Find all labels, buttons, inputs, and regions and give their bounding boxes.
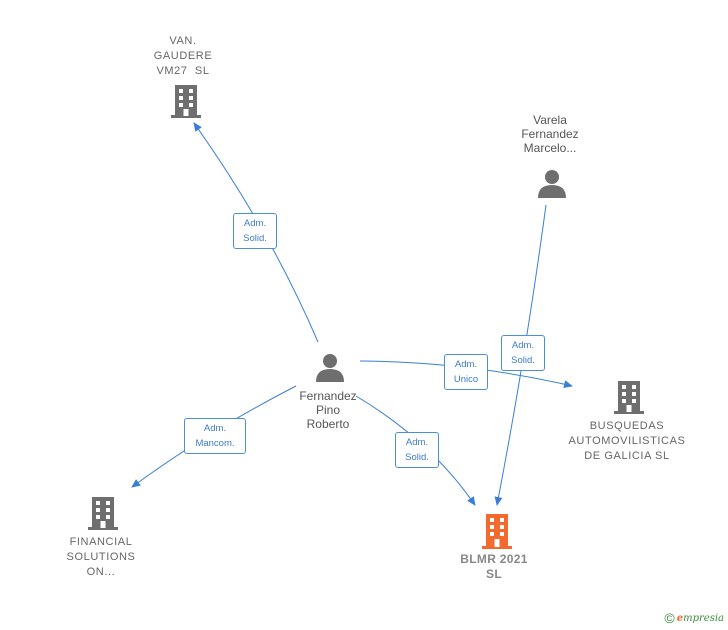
label-line: Roberto (306, 417, 350, 431)
node-label-van-gaudere[interactable]: VAN. GAUDERE VM27 SL (133, 34, 233, 79)
edge-label-adm-solid: Adm. Solid. (501, 335, 545, 371)
label-line: Varela (533, 113, 567, 127)
person-icon[interactable] (537, 168, 567, 198)
label-line: VM27 SL (156, 65, 210, 77)
label-line: DE GALICIA SL (584, 450, 670, 462)
building-icon[interactable] (613, 380, 645, 414)
edge-label-adm-unico: Adm. Unico (444, 354, 488, 390)
node-label-fernandez[interactable]: Fernandez Pino Roberto (278, 389, 378, 431)
edge-label-line: Adm. (243, 218, 267, 229)
edge-label-line: Adm. (203, 423, 227, 434)
label-line: SL (486, 567, 502, 581)
label-line: Pino (315, 403, 341, 417)
node-label-varela[interactable]: Varela Fernandez Marcelo... (500, 113, 600, 155)
node-label-blmr[interactable]: BLMR 2021 SL (444, 552, 544, 582)
label-line: BUSQUEDAS (589, 420, 665, 432)
edge-label-line: Adm. (511, 340, 535, 351)
label-line: AUTOMOVILISTICAS (568, 435, 686, 447)
building-icon[interactable] (87, 496, 119, 530)
edge-label-line: Solid. (511, 355, 535, 366)
label-line: Marcelo... (523, 141, 577, 155)
empresia-logo: empresia (676, 612, 724, 624)
label-line: SOLUTIONS (66, 551, 136, 563)
edge-label-line: Unico (453, 374, 479, 385)
edge-label-line: Adm. (454, 359, 478, 370)
edge-label-adm-mancom: Adm. Mancom. (184, 418, 246, 454)
empresia-watermark: © empresia (664, 610, 724, 626)
edge-label-line: Adm. (405, 437, 429, 448)
edge-label-line: Solid. (243, 233, 267, 244)
edge-label-adm-solid: Adm. Solid. (395, 432, 439, 468)
label-line: BLMR 2021 (460, 552, 528, 566)
edge-label-line: Mancom. (195, 438, 235, 449)
label-line: GAUDERE (153, 50, 213, 62)
node-label-financial[interactable]: FINANCIAL SOLUTIONS ON... (51, 535, 151, 580)
label-line: Fernandez (521, 127, 579, 141)
label-line: VAN. (169, 35, 197, 47)
label-line: FINANCIAL (69, 536, 133, 548)
label-line: Fernandez (299, 389, 357, 403)
edge-label-line: Solid. (405, 452, 429, 463)
edge-label-adm-solid: Adm. Solid. (233, 213, 277, 249)
building-icon[interactable] (170, 84, 202, 118)
building-icon-highlighted[interactable] (481, 513, 513, 549)
label-line: ON... (86, 566, 116, 578)
person-icon[interactable] (315, 352, 345, 382)
copyright-icon: © (664, 610, 675, 626)
node-label-busquedas[interactable]: BUSQUEDAS AUTOMOVILISTICAS DE GALICIA SL (562, 419, 692, 464)
